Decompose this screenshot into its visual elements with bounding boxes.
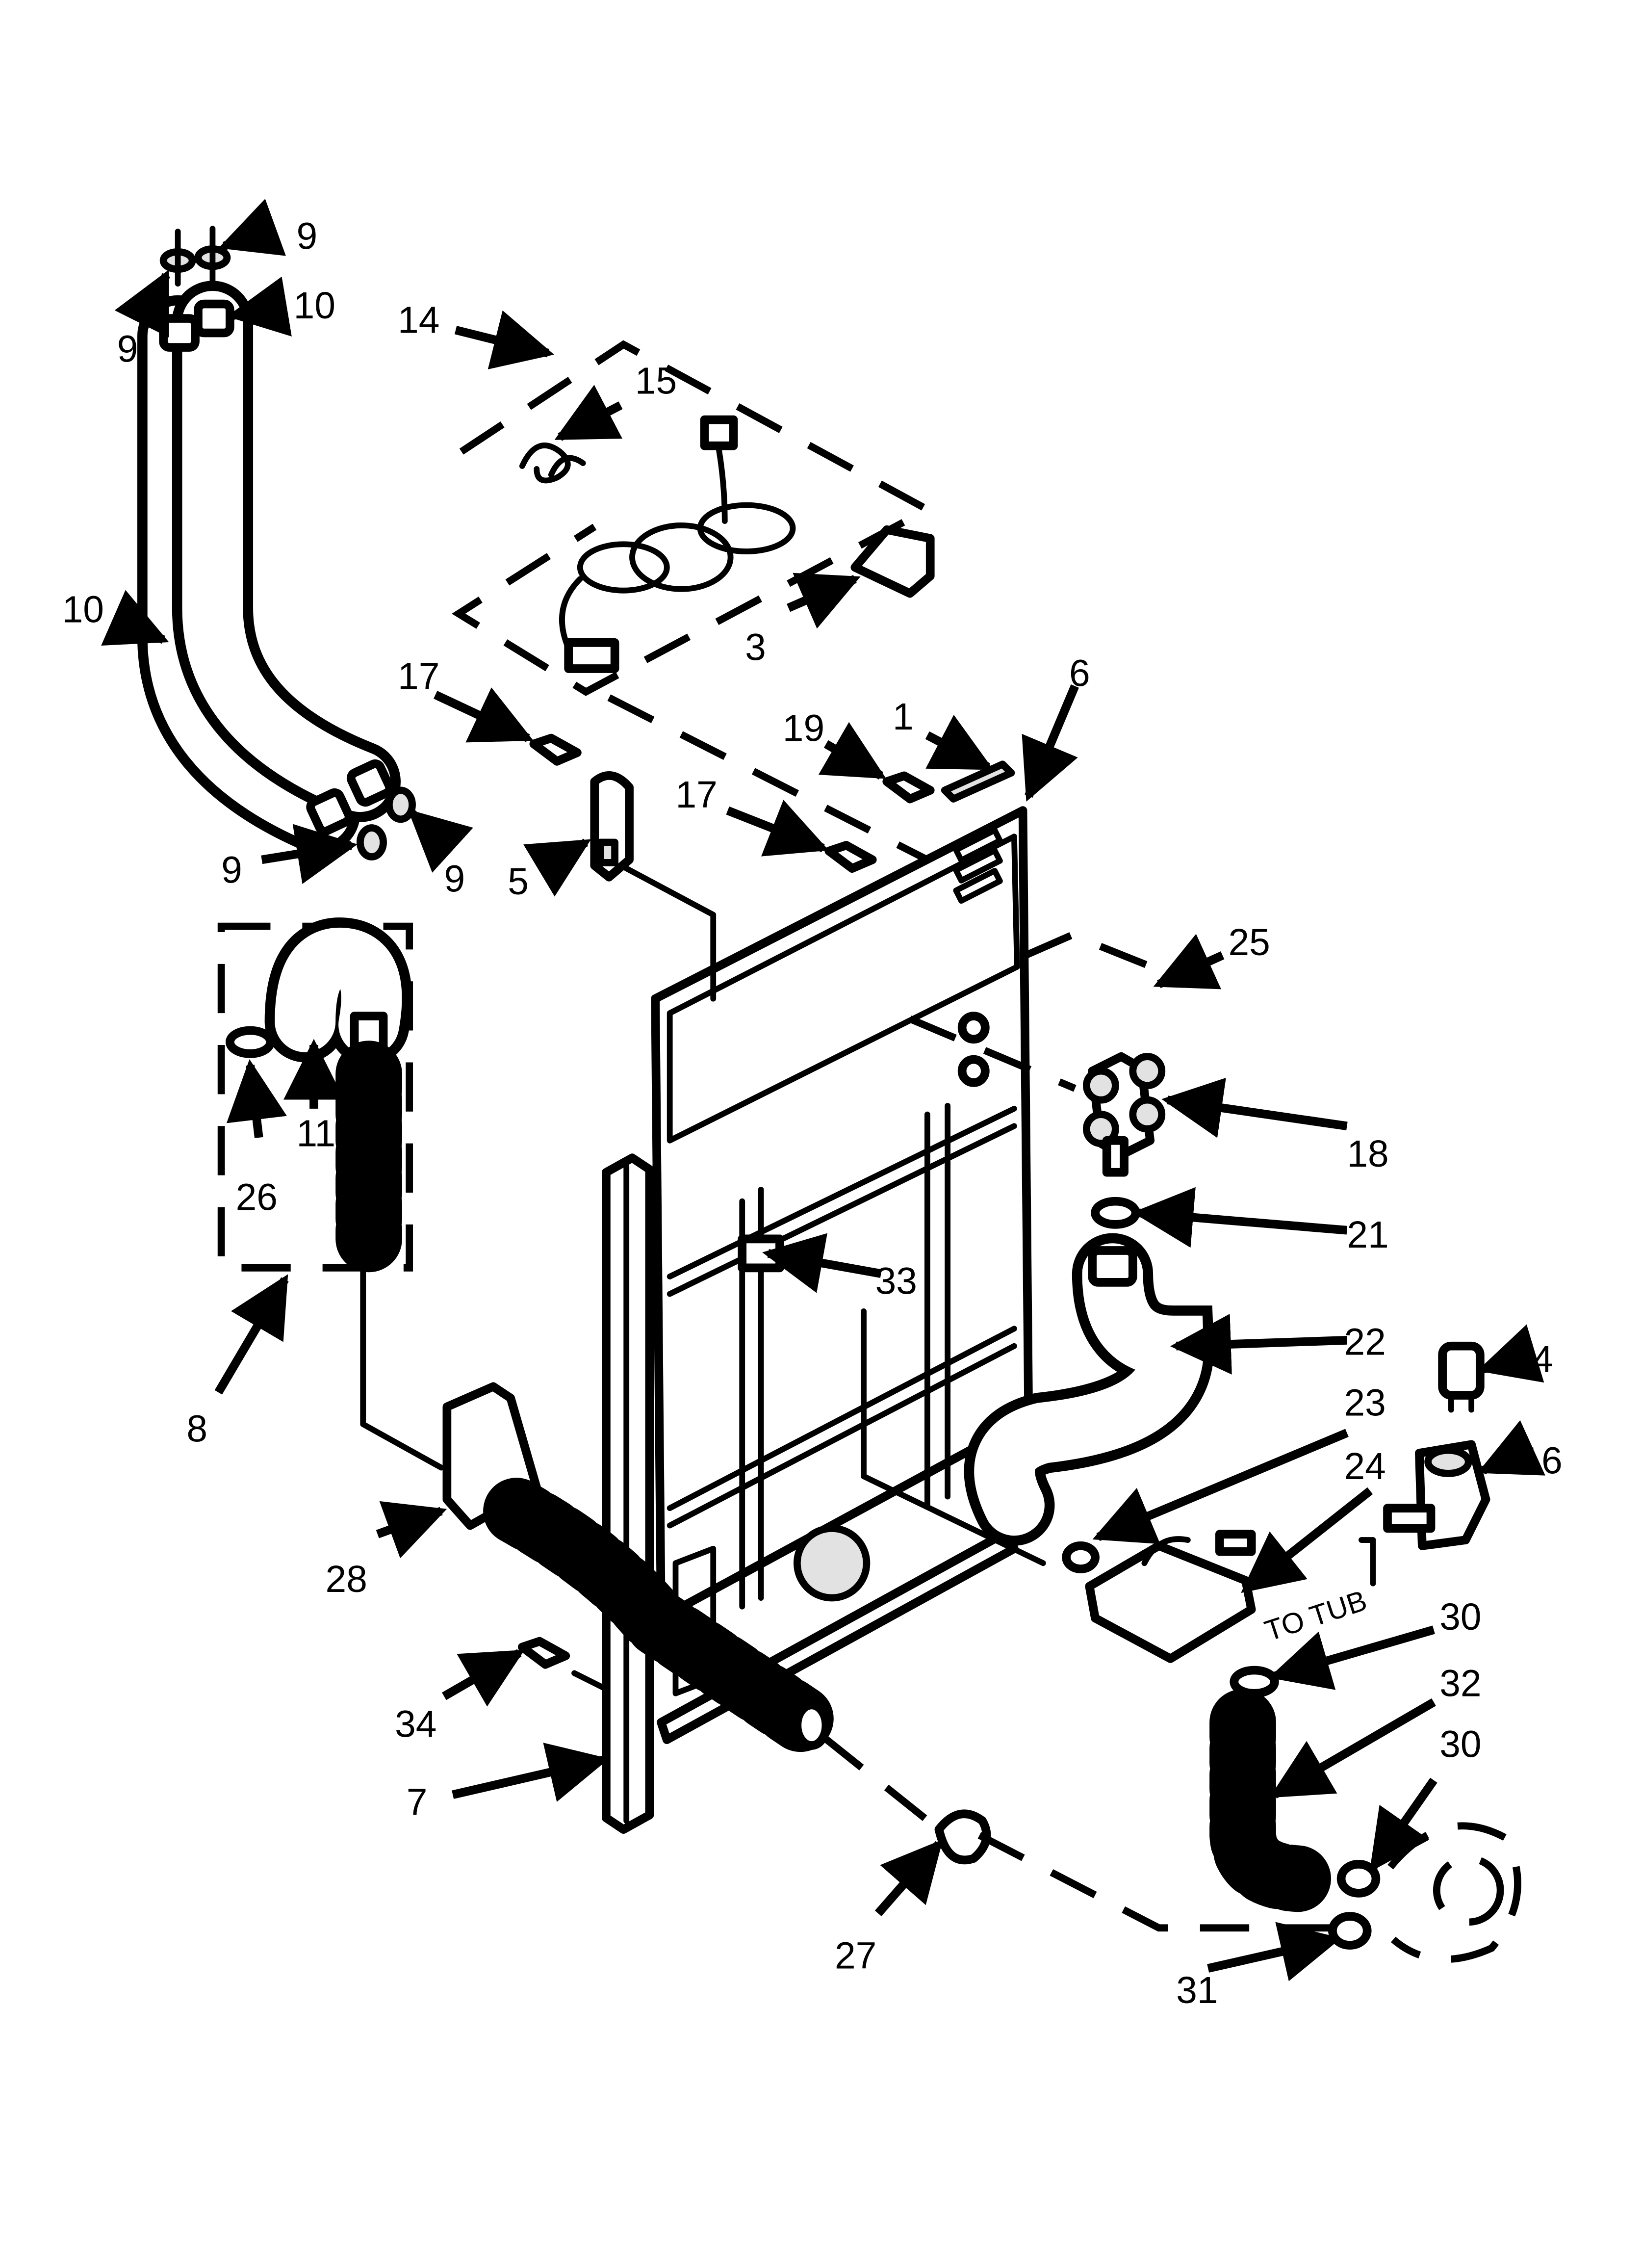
trim-strip	[941, 760, 1015, 803]
tub-outlet	[1387, 1822, 1521, 1963]
label-10: 10	[294, 285, 335, 327]
side-trim	[602, 1153, 654, 1834]
label-33: 33	[875, 1260, 917, 1302]
leader-guides	[360, 694, 1376, 1691]
label-11: 11	[297, 1113, 336, 1155]
label-15: 15	[635, 360, 677, 402]
label-10: 10	[62, 589, 104, 631]
to-tub-label: TO TUB	[1261, 1584, 1371, 1647]
cord-clip	[590, 771, 634, 882]
label-17: 17	[676, 774, 718, 816]
label-9: 9	[297, 215, 318, 257]
tub-hose	[1209, 1666, 1381, 1950]
label-17: 17	[398, 655, 439, 697]
air-dome	[1062, 1530, 1256, 1663]
label-21: 21	[1347, 1214, 1388, 1256]
label-25: 25	[1228, 922, 1270, 964]
label-3: 3	[745, 626, 766, 668]
rear-panel	[651, 806, 1033, 1696]
fill-hose	[964, 1197, 1214, 1546]
label-1: 1	[893, 696, 914, 738]
hose-clamp	[821, 1734, 1333, 1932]
drain-hose-guide	[442, 1382, 839, 1756]
label-18: 18	[1347, 1133, 1388, 1175]
label-5: 5	[508, 861, 529, 903]
label-22: 22	[1344, 1321, 1386, 1363]
label-6: 6	[1069, 652, 1090, 694]
label-28: 28	[326, 1559, 367, 1600]
label-23: 23	[1344, 1382, 1386, 1424]
washers	[159, 226, 416, 860]
callout-arrows	[101, 199, 1545, 1981]
label-30: 30	[1439, 1724, 1481, 1766]
label-4: 4	[1532, 1339, 1553, 1381]
label-26: 26	[236, 1176, 278, 1218]
water-valve	[1082, 1052, 1166, 1177]
label-32: 32	[1439, 1663, 1481, 1705]
label-9: 9	[444, 858, 465, 900]
label-9: 9	[221, 850, 242, 891]
label-9: 9	[117, 329, 138, 370]
label-19: 19	[783, 708, 824, 750]
power-cord-kit	[452, 340, 935, 696]
screws	[517, 733, 935, 1669]
label-7: 7	[407, 1782, 428, 1824]
label-14: 14	[398, 300, 439, 341]
inlet-hose-assembly	[137, 281, 401, 854]
capacitor	[1438, 1341, 1485, 1413]
label-16: 16	[1520, 1440, 1562, 1482]
label-24: 24	[1344, 1446, 1386, 1487]
label-30: 30	[1439, 1596, 1481, 1638]
label-8: 8	[186, 1408, 207, 1450]
label-31: 31	[1176, 1970, 1218, 2011]
label-27: 27	[835, 1935, 876, 1977]
label-34: 34	[395, 1703, 436, 1745]
pump	[1383, 1440, 1490, 1550]
drain-hose-kit	[217, 917, 413, 1273]
